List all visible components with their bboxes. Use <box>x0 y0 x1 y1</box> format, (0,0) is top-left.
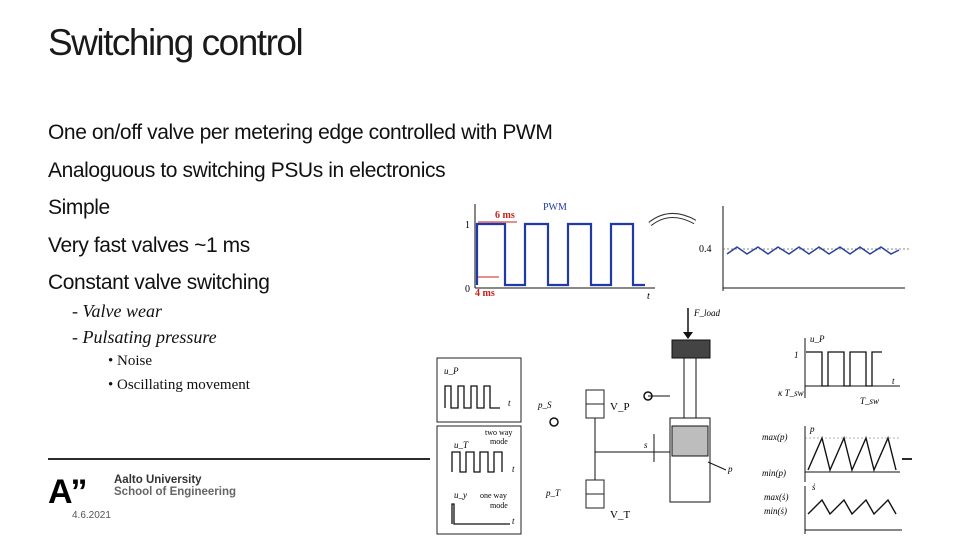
label-kappa-tsw: κ T_sw <box>778 388 804 398</box>
sub-bullet-item: - Valve wear <box>72 301 162 321</box>
label-t-up: t <box>508 398 511 408</box>
p-sawtooth-wave <box>807 435 897 473</box>
piston-rod <box>683 357 697 419</box>
label-p: p <box>727 464 733 474</box>
school-name: School of Engineering <box>114 486 237 498</box>
label-p-right: p <box>809 424 815 434</box>
university-name: Aalto University <box>114 474 202 486</box>
pwm-label-1: 1 <box>465 220 470 231</box>
sub-bullet-item: - Pulsating pressure <box>72 327 217 347</box>
pwm-label-0: 0 <box>465 284 470 295</box>
bullet-item: Analoguous to switching PSUs in electron… <box>48 158 446 182</box>
sub-bullet-list: - Valve wear - Pulsating pressure <box>72 298 217 350</box>
uy-wave <box>451 503 510 525</box>
sub-sub-bullet-item: • Oscillating movement <box>108 377 250 393</box>
load-mass <box>671 339 711 359</box>
one-way-mode-2: mode <box>490 501 508 510</box>
aalto-logo: A” <box>48 473 88 511</box>
output-ripple-wave <box>726 246 900 255</box>
label-s-dot: ṡ <box>812 482 816 492</box>
pwm-label: PWM <box>543 202 567 213</box>
label-t-ut: t <box>512 464 515 474</box>
bullet-item: One on/off valve per metering edge contr… <box>48 121 553 144</box>
label-pt: p_T <box>545 488 561 498</box>
footer-divider <box>48 458 430 460</box>
label-uy: u_y <box>454 490 467 500</box>
output-label-04: 0.4 <box>699 244 712 255</box>
ut-wave <box>451 451 503 473</box>
slide-title: Switching control <box>48 22 304 63</box>
supply-port <box>549 417 559 427</box>
slide-date: 4.6.2021 <box>72 510 111 521</box>
label-max-s: max(ṡ) <box>764 492 789 502</box>
signal-box-ut <box>436 425 522 535</box>
label-vt: V_T <box>610 509 630 521</box>
pwm-label-4ms: 4 ms <box>475 288 495 299</box>
label-1-right: 1 <box>794 350 799 360</box>
two-way-mode-2: mode <box>490 437 508 446</box>
sub-sub-bullet-list: • Noise • Oscillating movement <box>108 350 250 398</box>
pwm-label-t: t <box>647 291 650 302</box>
label-s: s <box>644 440 648 450</box>
label-t-uy: t <box>512 516 515 526</box>
label-up: u_P <box>444 366 459 376</box>
s-triangle-wave <box>807 498 897 516</box>
bullet-item: Constant valve switching <box>48 271 270 294</box>
pwm-figure: 1 0 t PWM 6 ms 4 ms 0.4 <box>465 202 910 302</box>
bullet-list: One on/off valve per metering edge contr… <box>48 118 553 306</box>
up-right-wave <box>806 351 882 387</box>
curved-arrow-inner <box>649 214 696 226</box>
label-vp: V_P <box>610 401 630 413</box>
piston-head <box>671 425 709 457</box>
one-way-mode-1: one way <box>480 491 507 500</box>
bullet-item: Very fast valves ~1 ms <box>48 233 250 257</box>
p-leader <box>707 461 727 471</box>
sub-sub-bullet-item: • Noise <box>108 353 152 369</box>
footer-divider-right <box>902 458 912 460</box>
label-ps: p_S <box>537 400 552 410</box>
pwm-label-6ms: 6 ms <box>495 210 515 221</box>
valve-circuit-figure: u_P t u_T two way mode t u_y one way mod… <box>436 308 902 535</box>
label-tsw: T_sw <box>860 396 879 406</box>
label-min-s: min(ṡ) <box>764 506 787 516</box>
load-arrow-head <box>683 332 693 339</box>
label-f-load: F_load <box>693 308 720 318</box>
pwm-wave <box>475 222 645 287</box>
label-min-p: min(p) <box>762 468 786 478</box>
label-up-right: u_P <box>810 334 825 344</box>
label-max-p: max(p) <box>762 432 788 442</box>
up-wave <box>444 385 500 409</box>
two-way-mode-1: two way <box>485 428 512 437</box>
bullet-item: Simple <box>48 196 110 219</box>
label-ut: u_T <box>454 440 469 450</box>
label-t-right: t <box>892 376 895 386</box>
